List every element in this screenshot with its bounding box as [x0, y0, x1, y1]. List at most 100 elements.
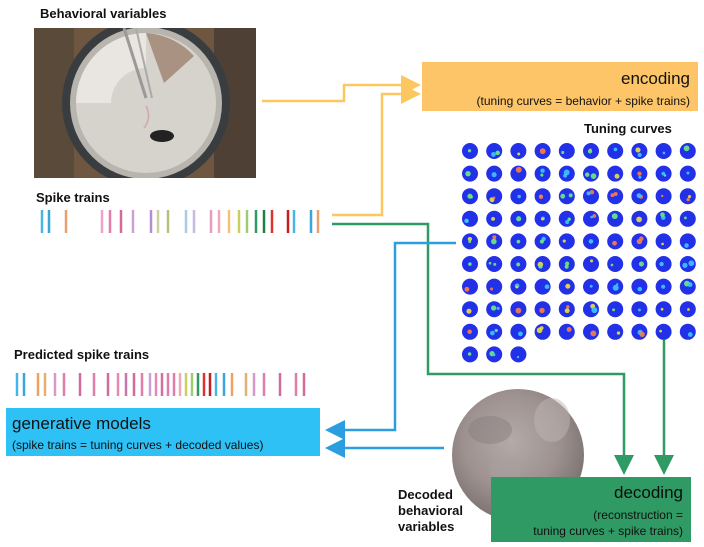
tuning-curve-map: [534, 278, 551, 295]
tuning-field-hotspot: [683, 145, 690, 152]
arrow-photo-to-encoding: [262, 75, 421, 103]
tuning-field-hotspot: [468, 240, 472, 244]
tuning-field-hotspot: [587, 149, 593, 154]
tuning-curve-map: [583, 256, 599, 272]
tuning-field-hotspot: [588, 239, 594, 244]
tuning-curve-map: [655, 301, 672, 318]
tuning-field-hotspot: [516, 216, 522, 222]
tuning-field-hotspot: [516, 239, 521, 244]
tuning-field-hotspot: [686, 197, 690, 202]
tuning-curve-map: [558, 323, 575, 340]
tuning-curve-map: [679, 256, 696, 272]
tuning-curve-map: [510, 323, 527, 340]
generative-subtitle: (spike trains = tuning curves + decoded …: [12, 438, 264, 452]
tuning-field-hotspot: [563, 173, 568, 178]
tuning-field-hotspot: [660, 307, 664, 311]
decoding-arrows: [332, 222, 674, 475]
arrow-spikes-to-encoding: [332, 84, 421, 217]
encoding-arrows: [262, 75, 421, 217]
tuning-field-hotspot: [465, 170, 471, 177]
decoded-behavioral-variables-label: Decoded behavioral variables: [398, 487, 463, 535]
tuning-field-hotspot: [637, 308, 641, 312]
tuning-field-hotspot: [610, 193, 615, 198]
tuning-field-hotspot: [687, 195, 692, 199]
tuning-field-hotspot: [540, 168, 545, 173]
tuning-curve-map: [607, 301, 624, 318]
tuning-field-hotspot: [613, 147, 618, 152]
tuning-curve-map: [583, 210, 599, 227]
tuning-field-hotspot: [488, 261, 492, 265]
tuning-field-hotspot: [584, 172, 590, 177]
tuning-field-hotspot: [496, 306, 500, 311]
tuning-field-hotspot: [492, 353, 496, 357]
generative-models-box: generative models (spike trains = tuning…: [6, 408, 320, 456]
tuning-field-hotspot: [659, 329, 663, 333]
decoded-label-line1: Decoded: [398, 487, 453, 502]
tuning-field-hotspot: [468, 262, 472, 266]
tuning-field-hotspot: [561, 150, 565, 155]
tuning-field-hotspot: [564, 308, 570, 314]
tuning-field-hotspot: [541, 217, 544, 221]
decoding-title: decoding: [613, 483, 683, 502]
tuning-curve-map: [510, 165, 527, 182]
tuning-field-hotspot: [684, 243, 689, 248]
tuning-field-hotspot: [515, 307, 522, 314]
behavioral-variables-label: Behavioral variables: [40, 6, 167, 21]
tuning-field-hotspot: [565, 283, 571, 289]
tuning-field-hotspot: [467, 352, 472, 356]
tuning-field-hotspot: [490, 305, 497, 311]
tuning-field-hotspot: [491, 172, 497, 178]
decoded-label-line3: variables: [398, 519, 455, 534]
tuning-field-hotspot: [612, 284, 619, 291]
tuning-field-hotspot: [661, 284, 666, 289]
tuning-curve-map: [679, 210, 696, 227]
tuning-field-hotspot: [612, 308, 616, 312]
tuning-curve-map: [534, 165, 551, 182]
tuning-curve-map: [679, 188, 696, 205]
tuning-field-hotspot: [518, 331, 523, 337]
tuning-field-hotspot: [610, 263, 614, 267]
decoding-subtitle-line1: (reconstruction =: [593, 508, 683, 522]
tuning-field-hotspot: [589, 190, 595, 195]
tuning-curves-grid: [462, 143, 696, 363]
tuning-field-hotspot: [539, 148, 546, 155]
tuning-curve-map: [462, 278, 478, 295]
tuning-field-hotspot: [661, 171, 666, 176]
tuning-field-hotspot: [568, 193, 573, 198]
tuning-curve-map: [607, 188, 624, 205]
tuning-field-hotspot: [539, 239, 544, 244]
tuning-field-hotspot: [612, 240, 617, 246]
tuning-field-hotspot: [517, 194, 521, 199]
generative-arrows: [325, 241, 456, 458]
tuning-field-hotspot: [515, 166, 522, 173]
tuning-curves-label: Tuning curves: [584, 121, 672, 136]
tuning-curve-map: [679, 233, 696, 250]
tuning-field-hotspot: [565, 219, 570, 225]
tuning-field-hotspot: [564, 264, 569, 269]
spike-trains-label: Spike trains: [36, 190, 110, 205]
tuning-field-hotspot: [688, 260, 695, 267]
tuning-field-hotspot: [517, 152, 521, 156]
tuning-field-hotspot: [659, 261, 664, 267]
tuning-curve-map: [679, 323, 696, 340]
tuning-curve-map: [558, 233, 575, 250]
tuning-curve-map: [583, 301, 599, 318]
tuning-field-hotspot: [565, 261, 570, 266]
tuning-field-hotspot: [567, 217, 571, 221]
tuning-field-hotspot: [566, 305, 570, 309]
tuning-curve-map: [486, 278, 503, 295]
tuning-field-hotspot: [516, 262, 521, 267]
tuning-curve-map: [607, 323, 624, 340]
spike-trains-raster: [40, 210, 320, 233]
tuning-field-hotspot: [586, 191, 591, 196]
generative-title: generative models: [12, 414, 151, 433]
tuning-field-hotspot: [614, 173, 620, 179]
tuning-curve-map: [679, 278, 696, 295]
tuning-field-hotspot: [636, 193, 642, 199]
tuning-field-hotspot: [682, 262, 688, 268]
tuning-field-hotspot: [464, 218, 469, 224]
tuning-field-hotspot: [589, 284, 593, 288]
tuning-field-hotspot: [590, 215, 593, 219]
tuning-field-hotspot: [687, 332, 693, 337]
